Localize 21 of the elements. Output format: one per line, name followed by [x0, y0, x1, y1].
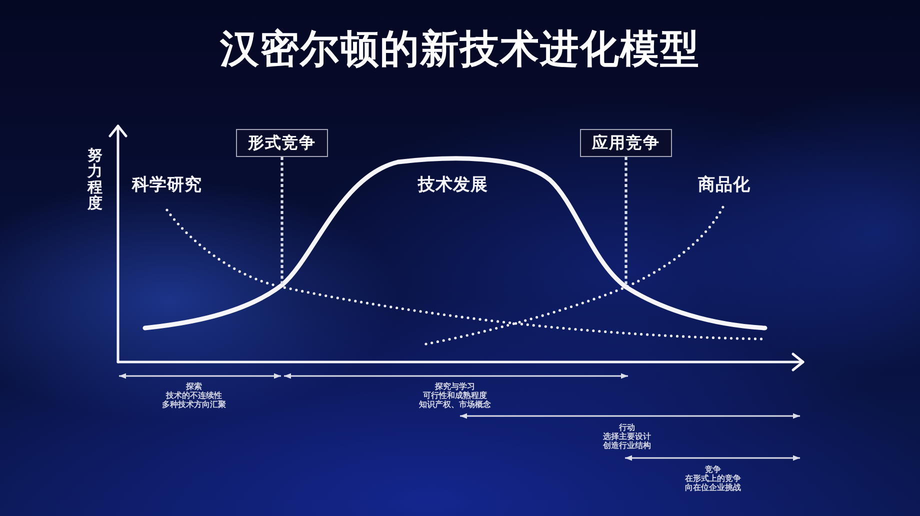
phase-note: 知识产权、市场概念	[419, 400, 491, 409]
phase-note: 行动	[619, 423, 635, 432]
stage-box: 应用竞争	[580, 129, 672, 157]
phase-note: 探究与学习	[435, 382, 475, 391]
phase-note: 向在位企业挑战	[685, 483, 741, 492]
leader-line	[624, 157, 628, 287]
curve-label: 科学研究	[132, 176, 202, 195]
phase-note: 竞争	[705, 465, 721, 474]
phase-note: 创造行业结构	[603, 441, 651, 450]
phase-note: 选择主要设计	[603, 432, 651, 441]
leader-line	[280, 157, 284, 287]
phase-note: 可行性和成熟程度	[423, 391, 487, 400]
title: 汉密尔顿的新技术进化模型	[220, 27, 700, 73]
phase-note: 技术的不连续性	[166, 391, 222, 400]
stage-box: 形式竞争	[236, 129, 328, 157]
phase-note: 在形式上的竞争	[685, 474, 741, 483]
curve-label: 技术发展	[418, 176, 488, 195]
phase-note: 探索	[186, 382, 202, 391]
axis-label: 努力程度	[87, 147, 103, 211]
phase-note: 多种技术方向汇聚	[162, 400, 226, 409]
curve-label: 商品化	[698, 176, 750, 195]
